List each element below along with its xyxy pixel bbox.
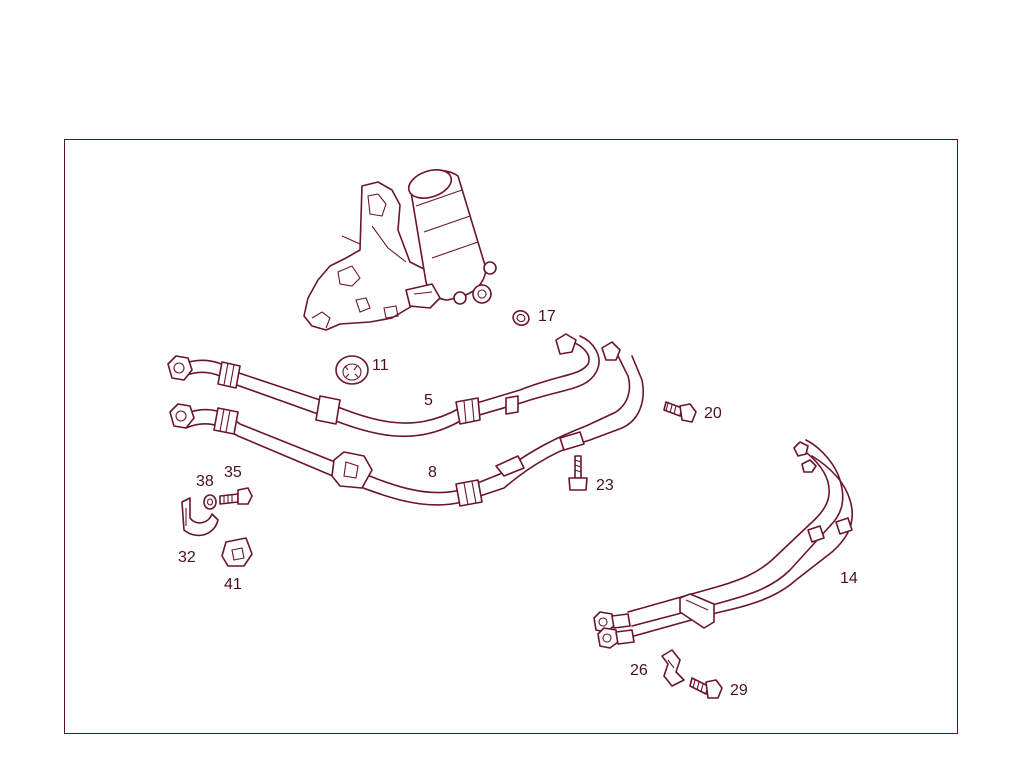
callout-35: 35 xyxy=(224,464,242,481)
clamp-part-32 xyxy=(181,497,219,537)
bolt-part-29 xyxy=(689,677,723,699)
bolt-part-20 xyxy=(663,401,697,423)
callout-26: 26 xyxy=(630,662,648,679)
callout-23: 23 xyxy=(596,477,614,494)
callout-8: 8 xyxy=(428,464,437,481)
callout-20: 20 xyxy=(704,405,722,422)
o-ring-part-17 xyxy=(512,310,530,326)
insert-part-41 xyxy=(221,537,253,567)
screw-part-23 xyxy=(568,455,588,491)
bolt-part-35 xyxy=(219,487,253,505)
clip-part-26 xyxy=(661,649,685,687)
washer-part-38 xyxy=(203,494,217,510)
callout-29: 29 xyxy=(730,682,748,699)
bushing-part-11 xyxy=(335,355,369,385)
callout-32: 32 xyxy=(178,549,196,566)
oil-line-part-5 xyxy=(167,333,600,438)
oil-line-part-14 xyxy=(593,439,854,649)
callout-14: 14 xyxy=(840,570,858,587)
callout-17: 17 xyxy=(538,308,556,325)
oil-line-part-8 xyxy=(169,341,644,507)
callout-38: 38 xyxy=(196,473,214,490)
callout-5: 5 xyxy=(424,392,433,409)
callout-41: 41 xyxy=(224,576,242,593)
oil-filter-housing xyxy=(303,169,497,331)
callout-11: 11 xyxy=(372,357,389,374)
diagram-frame xyxy=(64,139,958,734)
